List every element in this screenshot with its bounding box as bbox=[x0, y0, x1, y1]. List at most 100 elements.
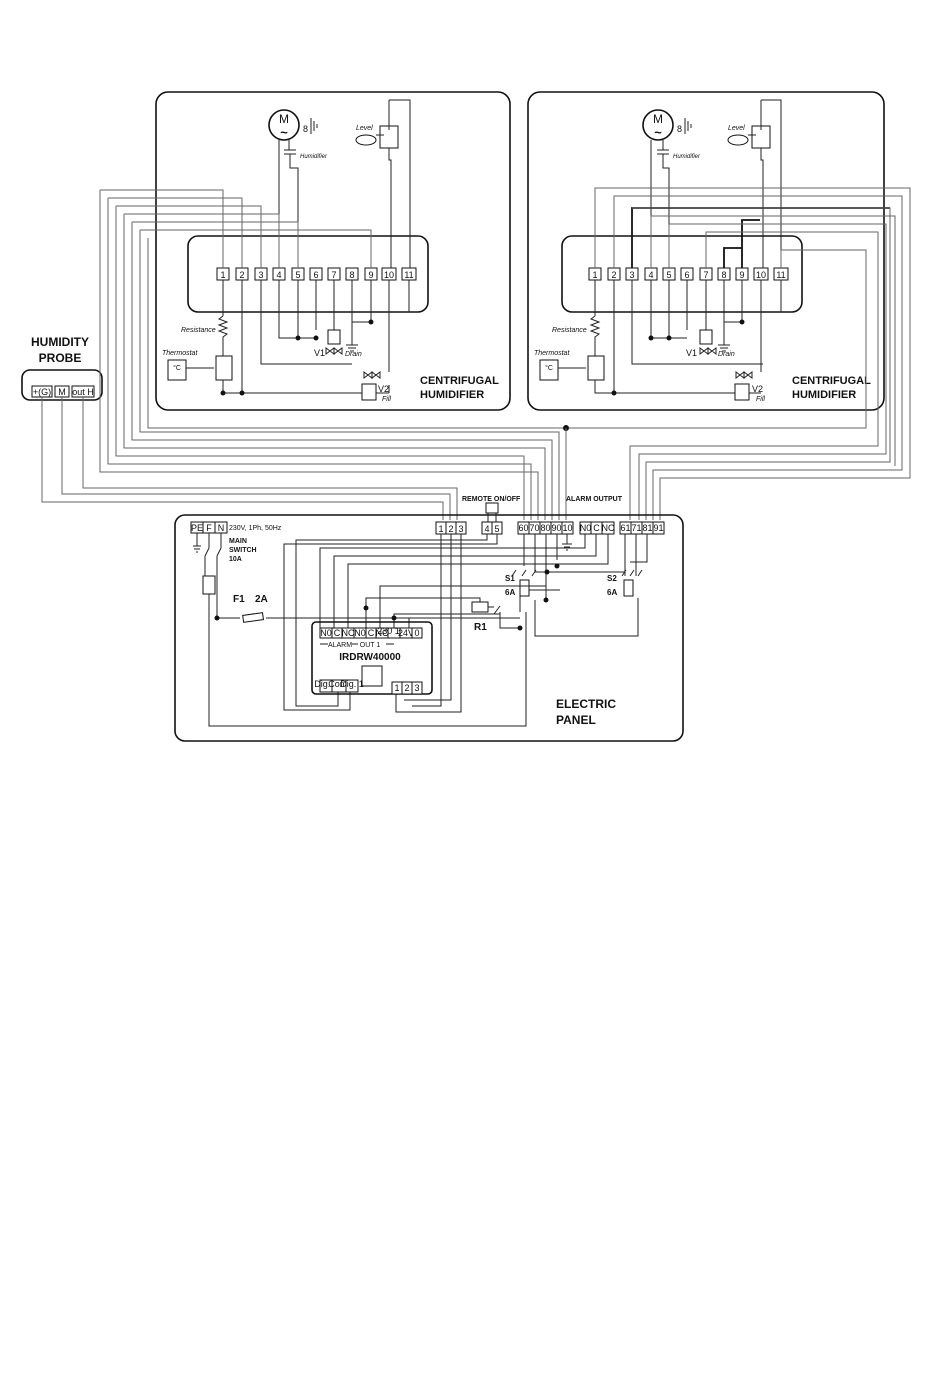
hl-term-5: 5 bbox=[295, 270, 300, 280]
humidifier-left-terminal-board bbox=[187, 235, 429, 313]
hl-ground-icon bbox=[346, 330, 358, 352]
hr-term-8: 8 bbox=[721, 270, 726, 280]
pb60-10: 10 bbox=[562, 523, 572, 533]
hl-motor-num: 8 bbox=[303, 124, 308, 134]
panel-ground-icon bbox=[193, 533, 201, 553]
ctrl-probe-2: 2 bbox=[404, 683, 409, 693]
ctrl-top-1: N0 bbox=[320, 628, 332, 638]
humidifier-left-terminals: 1 2 3 4 5 6 7 8 9 10 11 bbox=[216, 267, 417, 281]
hl-term-1: 1 bbox=[220, 270, 225, 280]
humidity-probe: HUMIDITY PROBE +(G) M out H bbox=[21, 335, 458, 520]
hl-motor-icon bbox=[268, 109, 300, 141]
supply-pe: PE bbox=[191, 523, 203, 533]
hr-thermostat-label: Thermostat bbox=[534, 350, 570, 357]
hl-term-6: 6 bbox=[313, 270, 318, 280]
hl-term-9: 9 bbox=[368, 270, 373, 280]
hr-motor-wires bbox=[650, 140, 670, 268]
hr-term-6: 6 bbox=[684, 270, 689, 280]
ctrl-out1-label: OUT 1 bbox=[360, 642, 381, 649]
s1-label: S1 bbox=[505, 574, 515, 583]
ctrl-probe-3: 3 bbox=[414, 683, 419, 693]
hr-thermostat-unit: °C bbox=[545, 364, 553, 372]
ctrl-top-4: N0 bbox=[354, 628, 366, 638]
hr-v1-valve-icon bbox=[699, 347, 717, 355]
hl-level-label: Level bbox=[356, 125, 373, 132]
hr-v1-label: V1 bbox=[686, 348, 697, 358]
s2-rating: 6A bbox=[607, 588, 617, 597]
hr-fill-label: Fill bbox=[756, 396, 765, 403]
ctrl-top-8: 24V bbox=[398, 628, 414, 638]
remote-contact-icon bbox=[485, 502, 499, 514]
r1-label: R1 bbox=[474, 622, 487, 633]
main-switch-coil-icon bbox=[202, 575, 216, 595]
hl-humidifier-label: Humidifier bbox=[300, 154, 328, 160]
ctrl-alarm-label: ALARM bbox=[328, 642, 352, 649]
s1-contacts-icon bbox=[511, 569, 537, 577]
pb60-80: 80 bbox=[540, 523, 550, 533]
fuse-icon bbox=[242, 612, 265, 623]
hl-level-wires bbox=[376, 99, 411, 268]
hl-term-8: 8 bbox=[349, 270, 354, 280]
hl-term-4: 4 bbox=[276, 270, 281, 280]
hl-term-3: 3 bbox=[258, 270, 263, 280]
pb61-81: 81 bbox=[642, 523, 652, 533]
hl-term-10: 10 bbox=[384, 270, 394, 280]
ctrl-bot-2: Com. bbox=[328, 679, 350, 689]
pba-c: C bbox=[593, 523, 600, 533]
fuse-rating: 2A bbox=[255, 594, 268, 605]
panel-block-60: 60 70 80 90 10 bbox=[517, 521, 574, 535]
ctrl-bot-1: Dig. 2 bbox=[314, 679, 338, 689]
hr-term-3: 3 bbox=[629, 270, 634, 280]
pb60-70: 70 bbox=[529, 523, 539, 533]
hr-v2-box-icon bbox=[734, 383, 750, 401]
panel-block-61: 61 71 81 91 bbox=[619, 521, 665, 535]
hr-v1-box-icon bbox=[699, 329, 713, 345]
s1-coil-icon bbox=[519, 579, 530, 597]
pb61-91: 91 bbox=[653, 523, 663, 533]
main-switch-3: 10A bbox=[229, 556, 242, 563]
hr-term-4: 4 bbox=[648, 270, 653, 280]
hr-level-label: Level bbox=[728, 125, 745, 132]
hr-level-wires bbox=[748, 99, 782, 268]
hr-bold-wires bbox=[631, 207, 890, 268]
probe-cables bbox=[41, 397, 458, 520]
hl-motor-ground-icon bbox=[310, 118, 318, 134]
hr-humidifier-label: Humidifier bbox=[673, 154, 701, 160]
controller-body bbox=[311, 621, 433, 695]
humidifier-left: 1 2 3 4 5 6 7 8 9 10 11 M ~ 8 Humidifier… bbox=[155, 91, 511, 411]
cable-harness bbox=[99, 187, 911, 520]
pb60-60: 60 bbox=[518, 523, 528, 533]
hl-resistance-icon bbox=[217, 315, 229, 356]
hr-ground-icon bbox=[718, 330, 730, 352]
hr-v2-label: V2 bbox=[752, 384, 763, 394]
hl-level-float-icon bbox=[355, 134, 377, 146]
pb61-71: 71 bbox=[631, 523, 641, 533]
ctrl-display-icon bbox=[361, 665, 383, 687]
panel-title-1: ELECTRIC bbox=[556, 697, 616, 711]
hl-v1-box-icon bbox=[327, 329, 341, 345]
block-ground-icon bbox=[562, 534, 572, 551]
probe-title-1: HUMIDITY bbox=[31, 335, 89, 349]
fuse-label: F1 bbox=[233, 594, 245, 605]
supply-n: N bbox=[218, 523, 225, 533]
s2-coil-icon bbox=[623, 579, 634, 597]
panel-block-123: 1 2 3 bbox=[435, 521, 467, 535]
main-switch-icon bbox=[204, 533, 222, 566]
hr-term-10: 10 bbox=[756, 270, 766, 280]
pb45-4: 4 bbox=[484, 524, 489, 534]
hr-motor-num: 8 bbox=[677, 124, 682, 134]
hl-term-7: 7 bbox=[331, 270, 336, 280]
pba-no: N0 bbox=[580, 523, 592, 533]
humidifier-right-frame bbox=[527, 91, 885, 411]
s2-label: S2 bbox=[607, 574, 617, 583]
panel-title-2: PANEL bbox=[556, 713, 596, 727]
supply-f: F bbox=[206, 523, 212, 533]
hl-thermostat-unit: °C bbox=[173, 364, 181, 372]
humidifier-left-frame bbox=[155, 91, 511, 411]
hl-motor-wires bbox=[278, 140, 299, 268]
panel-block-alarm: N0 C NC bbox=[579, 521, 615, 535]
r1-coil-icon bbox=[471, 601, 489, 613]
pb123-2: 2 bbox=[448, 524, 453, 534]
main-switch-2: SWITCH bbox=[229, 547, 257, 554]
probe-term-m: M bbox=[58, 387, 66, 397]
